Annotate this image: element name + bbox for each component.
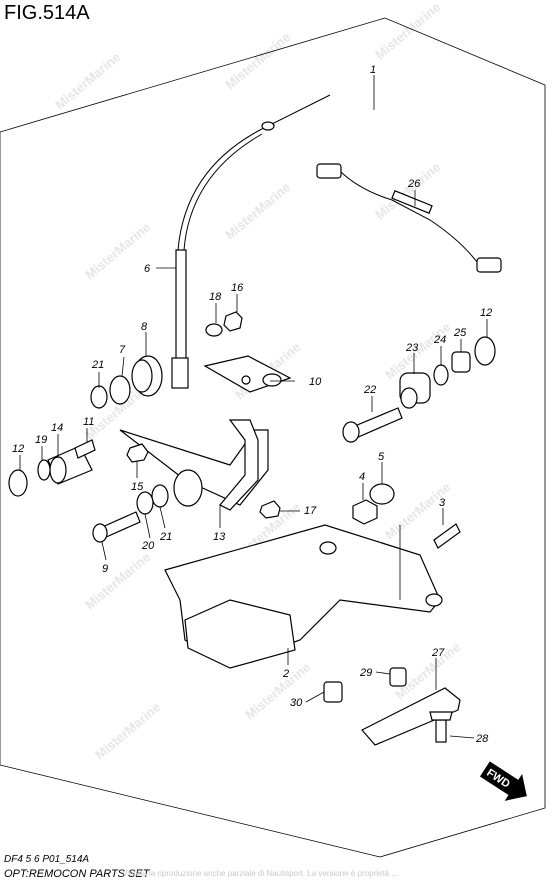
part-5-collar [369, 483, 395, 505]
callout-labels: 1 26 6 18 16 8 21 7 10 12 23 24 25 22 14… [12, 64, 492, 745]
fwd-arrow-icon: FWD [479, 761, 527, 801]
part-24-washer [433, 364, 449, 386]
part-28-bolt [429, 711, 453, 743]
callout-1: 1 [370, 64, 376, 76]
figure-code: DF4 5 6 P01_514A [4, 854, 90, 865]
callout-11: 11 [83, 416, 94, 428]
part-10-clamp [203, 355, 292, 393]
callout-23: 23 [405, 342, 419, 354]
part-27-plate [361, 687, 461, 746]
watermark-text: MisterMarine [372, 0, 443, 62]
callout-27: 27 [431, 647, 445, 659]
part-26-harness [316, 163, 502, 273]
part-15-nut [126, 443, 149, 463]
part-2-bracket [164, 524, 443, 669]
callout-4: 4 [359, 471, 365, 483]
watermark-text: MisterMarine [82, 549, 153, 612]
part-19-washer [37, 459, 51, 481]
part-11-pin [74, 439, 96, 459]
watermark-text: MisterMarine [242, 659, 313, 722]
watermark-text: MisterMarine [82, 219, 153, 282]
callout-8: 8 [141, 321, 148, 333]
callout-21: 21 [91, 359, 104, 371]
watermark-text: MisterMarine [222, 179, 293, 242]
part-18-washer [205, 323, 223, 337]
part-16-nut [223, 311, 243, 332]
callout-14: 14 [51, 422, 63, 434]
part-12-ring [474, 336, 496, 366]
figure-description: OPT:REMOCON PARTS SET [4, 868, 150, 880]
part-30-clip [323, 681, 343, 703]
callout-12: 12 [480, 307, 492, 319]
leader-lines [19, 190, 488, 739]
callout-17: 17 [304, 505, 317, 517]
callout-10: 10 [309, 376, 322, 388]
callout-18: 18 [209, 291, 222, 303]
callout-30: 30 [290, 697, 303, 709]
callout-19: 19 [35, 434, 47, 446]
watermark-text: MisterMarine [92, 699, 163, 762]
part-21-washer [90, 385, 108, 409]
callout-12-left: 12 [12, 443, 24, 455]
callout-9: 9 [102, 563, 108, 575]
part-29-clip [389, 667, 407, 687]
callout-2: 2 [282, 668, 289, 680]
watermark-text: MisterMarine [52, 49, 123, 112]
part-13-lever [119, 419, 269, 511]
watermark-text: MisterMarine [372, 159, 443, 222]
part-7-bracket [109, 375, 131, 405]
part-21-washer-lower [151, 484, 169, 508]
callout-16: 16 [231, 282, 244, 294]
part-8-grommet [131, 355, 163, 397]
callout-13: 13 [213, 531, 226, 543]
copyright-notice: Vietata la riproduzione anche parziale d… [122, 869, 399, 878]
part-6-cable [171, 94, 331, 389]
figure-title: FIG.514A [4, 2, 90, 24]
part-17-nut [259, 500, 281, 519]
part-4-nut [352, 499, 378, 525]
callout-20: 20 [141, 540, 155, 552]
callout-7: 7 [119, 344, 126, 356]
part-22-bolt [342, 407, 403, 443]
callout-22: 22 [363, 384, 376, 396]
part-23-joint [399, 372, 431, 409]
part-25-spacer [451, 351, 471, 373]
callout-25: 25 [453, 327, 467, 339]
callout-6: 6 [144, 263, 151, 275]
part-3-stud [433, 523, 461, 549]
part-20-washer [136, 491, 154, 515]
callout-28: 28 [475, 733, 489, 745]
callout-29: 29 [359, 667, 372, 679]
assembly-outline [0, 17, 546, 858]
callout-21-lower: 21 [159, 531, 172, 543]
callout-26: 26 [407, 178, 421, 190]
callout-24: 24 [433, 334, 446, 346]
callout-15: 15 [131, 481, 144, 493]
part-9-bolt [92, 511, 141, 543]
part-12-ring-left [8, 469, 28, 497]
watermark-text: MisterMarine [222, 29, 293, 92]
callout-3: 3 [439, 497, 446, 509]
callout-5: 5 [378, 451, 385, 463]
